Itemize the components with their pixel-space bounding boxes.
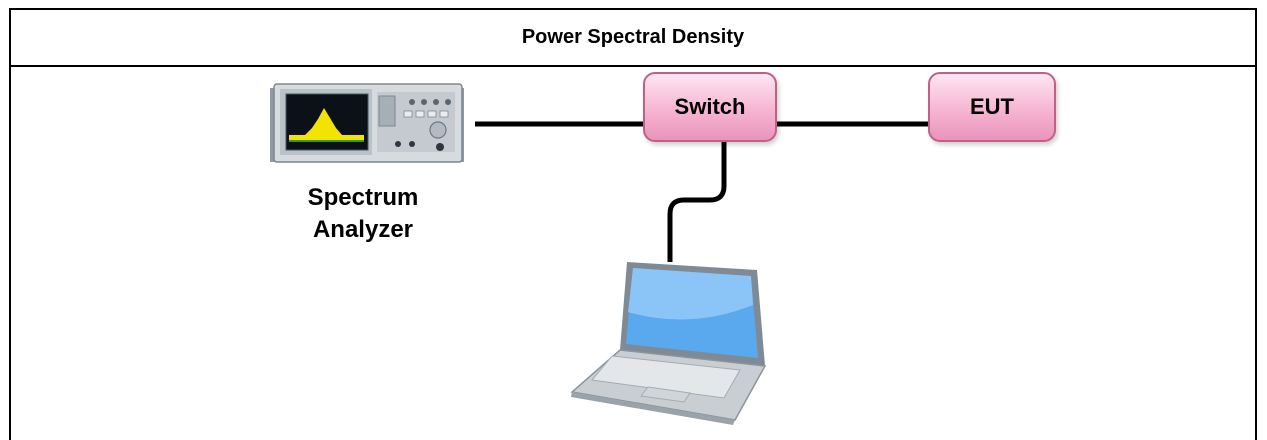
- eut-node: EUT: [928, 72, 1056, 142]
- switch-node: Switch: [643, 72, 777, 142]
- spectrum-analyzer-icon: [270, 83, 464, 163]
- cable-switch-laptop: [667, 142, 727, 262]
- diagram-title: Power Spectral Density: [11, 10, 1255, 67]
- spectrum-analyzer-label: Spectrum Analyzer: [278, 182, 448, 246]
- diagram-frame: Power Spectral Density: [9, 8, 1257, 440]
- laptop-icon: [570, 262, 767, 425]
- spectrum-analyzer-label-line1: Spectrum: [307, 184, 419, 211]
- spectrum-analyzer-label-line2: Analyzer: [312, 216, 414, 243]
